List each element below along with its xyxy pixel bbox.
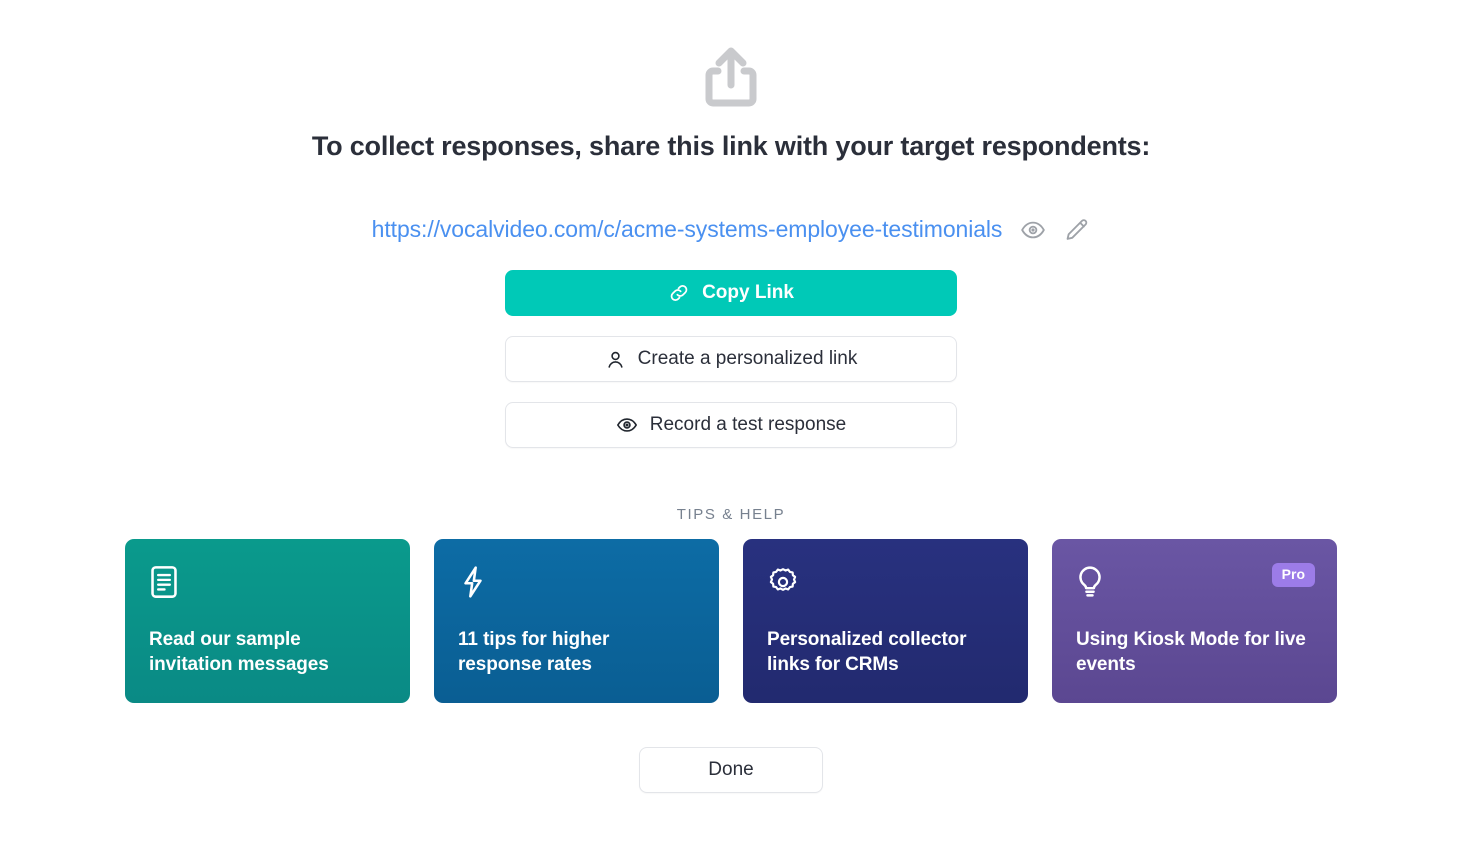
record-test-response-button[interactable]: Record a test response	[505, 402, 957, 449]
copy-link-button[interactable]: Copy Link	[505, 270, 957, 317]
action-buttons: Copy Link Create a personalized link Rec…	[505, 270, 957, 449]
tip-card-title: Personalized collector links for CRMs	[767, 629, 967, 676]
tip-card-response-rate-tips[interactable]: 11 tips for higher response rates	[434, 539, 719, 704]
tip-card-personalized-collector-links[interactable]: Personalized collector links for CRMs	[743, 539, 1028, 704]
footer-actions: Done	[639, 747, 823, 794]
gear-icon	[767, 565, 1004, 599]
record-test-response-label: Record a test response	[649, 414, 847, 436]
copy-link-label: Copy Link	[702, 282, 794, 304]
document-icon	[149, 565, 386, 599]
tips-card-list: Read our sample invitation messages 11 t…	[125, 539, 1337, 704]
collector-link[interactable]: https://vocalvideo.com/c/acme-systems-em…	[371, 216, 1003, 243]
person-icon	[605, 349, 626, 370]
lightbulb-icon	[1076, 565, 1313, 599]
tip-card-title: Using Kiosk Mode for live events	[1076, 629, 1306, 676]
done-button[interactable]: Done	[639, 747, 823, 794]
create-personalized-link-label: Create a personalized link	[637, 348, 858, 370]
tip-card-title: 11 tips for higher response rates	[458, 629, 610, 676]
tips-section-label: TIPS & HELP	[676, 506, 786, 524]
tip-card-sample-invitation-messages[interactable]: Read our sample invitation messages	[125, 539, 410, 704]
pencil-icon[interactable]	[1064, 217, 1090, 243]
create-personalized-link-button[interactable]: Create a personalized link	[505, 336, 957, 383]
eye-filled-icon	[616, 414, 638, 436]
link-chain-icon	[668, 282, 690, 304]
tip-card-kiosk-mode[interactable]: Pro Using Kiosk Mode for live events	[1052, 539, 1337, 704]
eye-icon[interactable]	[1020, 217, 1046, 243]
page-title: To collect responses, share this link wi…	[311, 131, 1151, 161]
collector-link-row: https://vocalvideo.com/c/acme-systems-em…	[372, 216, 1091, 243]
lightning-bolt-icon	[458, 565, 695, 599]
pro-badge: Pro	[1271, 563, 1315, 588]
tip-card-title: Read our sample invitation messages	[149, 629, 329, 676]
share-upload-icon	[703, 44, 759, 108]
